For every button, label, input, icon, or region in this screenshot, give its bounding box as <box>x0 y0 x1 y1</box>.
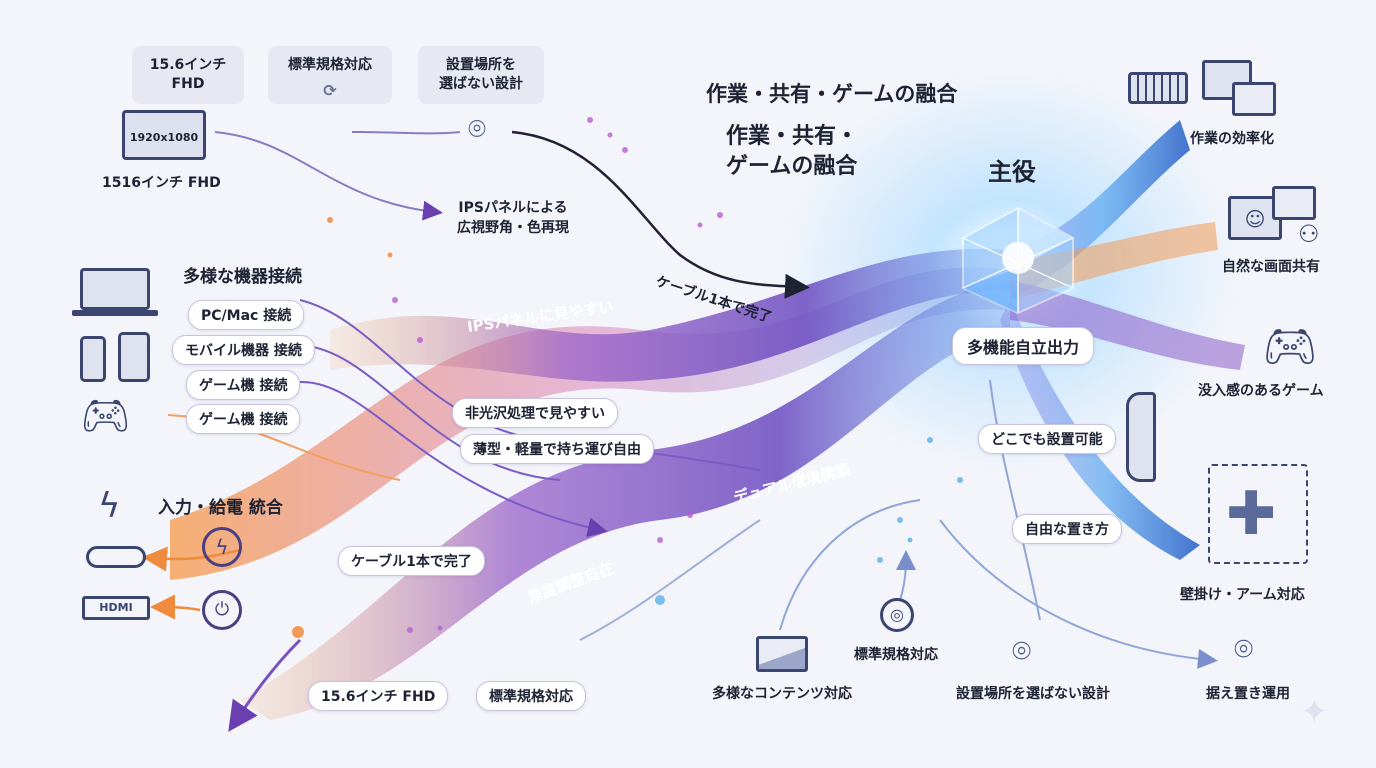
monitor-caption: 1516インチ FHD <box>102 175 221 191</box>
vesa-mount-icon: ✚ <box>1226 479 1277 549</box>
monitor-icon: 1920x1080 <box>122 110 206 160</box>
ribbon-to-game <box>1010 280 1245 370</box>
location-pin-icon-2: ⌾ <box>1012 632 1032 670</box>
target-icon: ◎ <box>880 598 914 632</box>
gamepad-icon: 🎮︎ <box>80 393 131 439</box>
pill-free-place: 自由な置き方 <box>1012 514 1122 544</box>
center-label: 主役 <box>988 158 1036 186</box>
pill-portable: 薄型・軽量で持ち運び自由 <box>460 434 654 464</box>
device-item-pc: PC/Mac 接続 <box>188 300 305 330</box>
pill-single-cable: ケーブル1本で完了 <box>338 546 485 576</box>
title-mid: 作業・共有・ ゲームの融合 <box>726 124 859 179</box>
keyboard-icon <box>1128 72 1188 104</box>
mount-label: 壁掛け・アーム対応 <box>1180 587 1305 603</box>
laptop-base <box>72 310 158 316</box>
center-pill: 多機能自立出力 <box>952 327 1095 365</box>
charge-icon: ϟ <box>202 527 242 567</box>
device-item-game-1: ゲーム機 接続 <box>186 370 301 400</box>
ribbon-purple-upper <box>330 248 1010 382</box>
image-icon <box>756 636 808 672</box>
ribbon-label-angle: 角度調整自在 <box>525 559 616 607</box>
power-heading: 入力・給電 統合 <box>158 498 283 518</box>
ribbon-to-mount <box>1000 300 1200 560</box>
desktop-icon-2 <box>1232 82 1276 116</box>
device-heading: 多様な機器接続 <box>183 267 302 287</box>
phone-icon <box>80 336 106 382</box>
card-screen-size: 15.6インチ FHD <box>132 46 244 104</box>
title-top: 作業・共有・ゲームの融合 <box>706 82 958 106</box>
lightning-icon: ϟ <box>98 486 121 526</box>
bottom-stationary: 据え置き運用 <box>1206 686 1290 702</box>
bottom-standard: 標準規格対応 <box>854 647 938 663</box>
location-pin-icon: ⌾ <box>468 112 486 147</box>
output-work: 作業の効率化 <box>1190 131 1274 147</box>
bottom-placement: 設置場所を選ばない設計 <box>956 686 1110 702</box>
location-pin-icon-3: ⌾ <box>1234 630 1254 668</box>
card-placement: 設置場所を 選ばない設計 <box>418 46 544 104</box>
output-share: 自然な画面共有 <box>1222 259 1320 275</box>
hdmi-icon: HDMI <box>82 596 150 620</box>
device-item-mobile: モバイル機器 接続 <box>172 335 315 365</box>
bottom-content: 多様なコンテンツ対応 <box>712 686 852 702</box>
pill-antiglare: 非光沢処理で見やすい <box>452 398 618 428</box>
sparkle-icon: ✦ <box>1300 692 1329 732</box>
usb-c-icon <box>86 546 146 568</box>
stand-icon <box>1126 392 1156 482</box>
power-icon: ⏻ <box>202 590 242 630</box>
share-screen-2-icon <box>1272 186 1316 220</box>
device-item-game-2: ゲーム機 接続 <box>186 404 301 434</box>
sync-icon: ⟳ <box>323 81 337 100</box>
tablet-icon <box>118 332 150 382</box>
gamepad-output-icon: 🎮︎ <box>1262 321 1318 372</box>
pill-bottom-size: 15.6インチ FHD <box>308 681 449 711</box>
crystal-icon <box>962 206 1074 315</box>
person-icon: ⚇ <box>1298 220 1320 248</box>
mount-frame <box>1208 464 1308 564</box>
card-standard: 標準規格対応 ⟳ <box>268 46 392 104</box>
ips-caption: IPSパネルによる 広視野角・色再現 <box>457 200 569 236</box>
pill-bottom-standard: 標準規格対応 <box>476 681 586 711</box>
ribbon-purple-lower <box>240 280 1010 720</box>
output-game: 没入感のあるゲーム <box>1198 383 1324 399</box>
pill-anywhere: どこでも設置可能 <box>978 424 1116 454</box>
laptop-icon <box>80 268 150 310</box>
